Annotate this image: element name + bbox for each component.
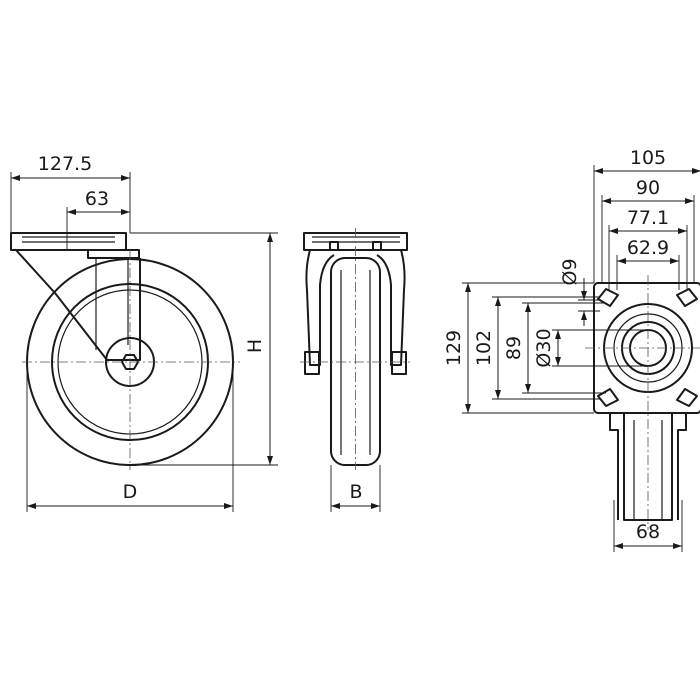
dim-62-9-label: 62.9 xyxy=(627,237,669,259)
front-fork-right xyxy=(376,249,406,366)
mounting-hole-top-right xyxy=(676,288,698,307)
side-view-dimensions: 127.5 63 H D xyxy=(10,153,278,512)
hole-diameter-label: Ø9 xyxy=(559,258,581,285)
front-view xyxy=(300,228,410,470)
mounting-hole-bottom-left xyxy=(597,388,619,407)
plate-width-label: 105 xyxy=(630,147,666,169)
hole-spacing-y-label: 102 xyxy=(473,330,495,366)
plate-view-wheel xyxy=(623,412,673,521)
diameter-label: D xyxy=(123,481,138,503)
front-fork-left xyxy=(305,249,335,366)
hole-spacing-x-label: 90 xyxy=(636,177,660,199)
height-label: H xyxy=(244,339,266,353)
side-swivel-ring xyxy=(87,249,140,259)
dim-77-1-label: 77.1 xyxy=(627,207,669,229)
plate-view xyxy=(585,275,700,530)
axle-nut-icon xyxy=(121,354,139,370)
plate-length-label: 129 xyxy=(443,330,465,366)
front-view-dimensions: B xyxy=(330,465,381,512)
mounting-hole-bottom-right xyxy=(676,388,698,407)
offset-label: 63 xyxy=(85,188,109,210)
mounting-hole-top-left xyxy=(597,288,619,307)
side-top-plate xyxy=(10,232,127,251)
side-view xyxy=(10,232,240,470)
bore-diameter-label: Ø30 xyxy=(533,328,555,367)
overall-width-label: 127.5 xyxy=(38,153,92,175)
plate-view-dimensions: 105 90 77.1 62.9 129 102 xyxy=(443,147,700,552)
bracket-width-label: 68 xyxy=(636,521,660,543)
wheel-width-label: B xyxy=(349,481,362,503)
dim-89-label: 89 xyxy=(503,336,525,360)
